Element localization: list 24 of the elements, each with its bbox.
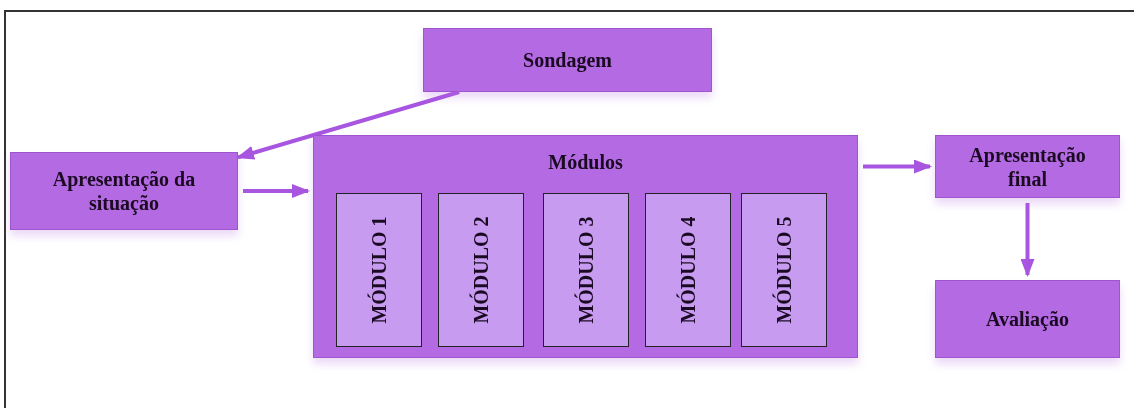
box-label: MÓDULO 2 [469,216,493,324]
module-box [543,193,629,347]
module-box [741,193,827,347]
box-label: MÓDULO 5 [772,216,796,324]
module-box [438,193,524,347]
process-box [10,152,238,230]
box-label: Apresentação final [968,142,1087,191]
process-box [935,135,1120,198]
process-box [935,280,1120,358]
arrow [1020,203,1035,277]
arrow [863,159,932,174]
arrow [236,90,460,160]
module-box [336,193,422,347]
box-label: Avaliação [985,307,1070,331]
arrow [243,184,310,198]
box-label: MÓDULO 1 [367,216,391,324]
box-label: Apresentação da situação [51,167,197,215]
group-box [313,135,858,358]
box-label: MÓDULO 3 [574,216,598,324]
module-box [645,193,731,347]
process-box [423,28,712,92]
box-label: Sondagem [522,48,613,72]
group-title: Módulos [547,150,624,174]
box-label: MÓDULO 4 [676,216,700,324]
